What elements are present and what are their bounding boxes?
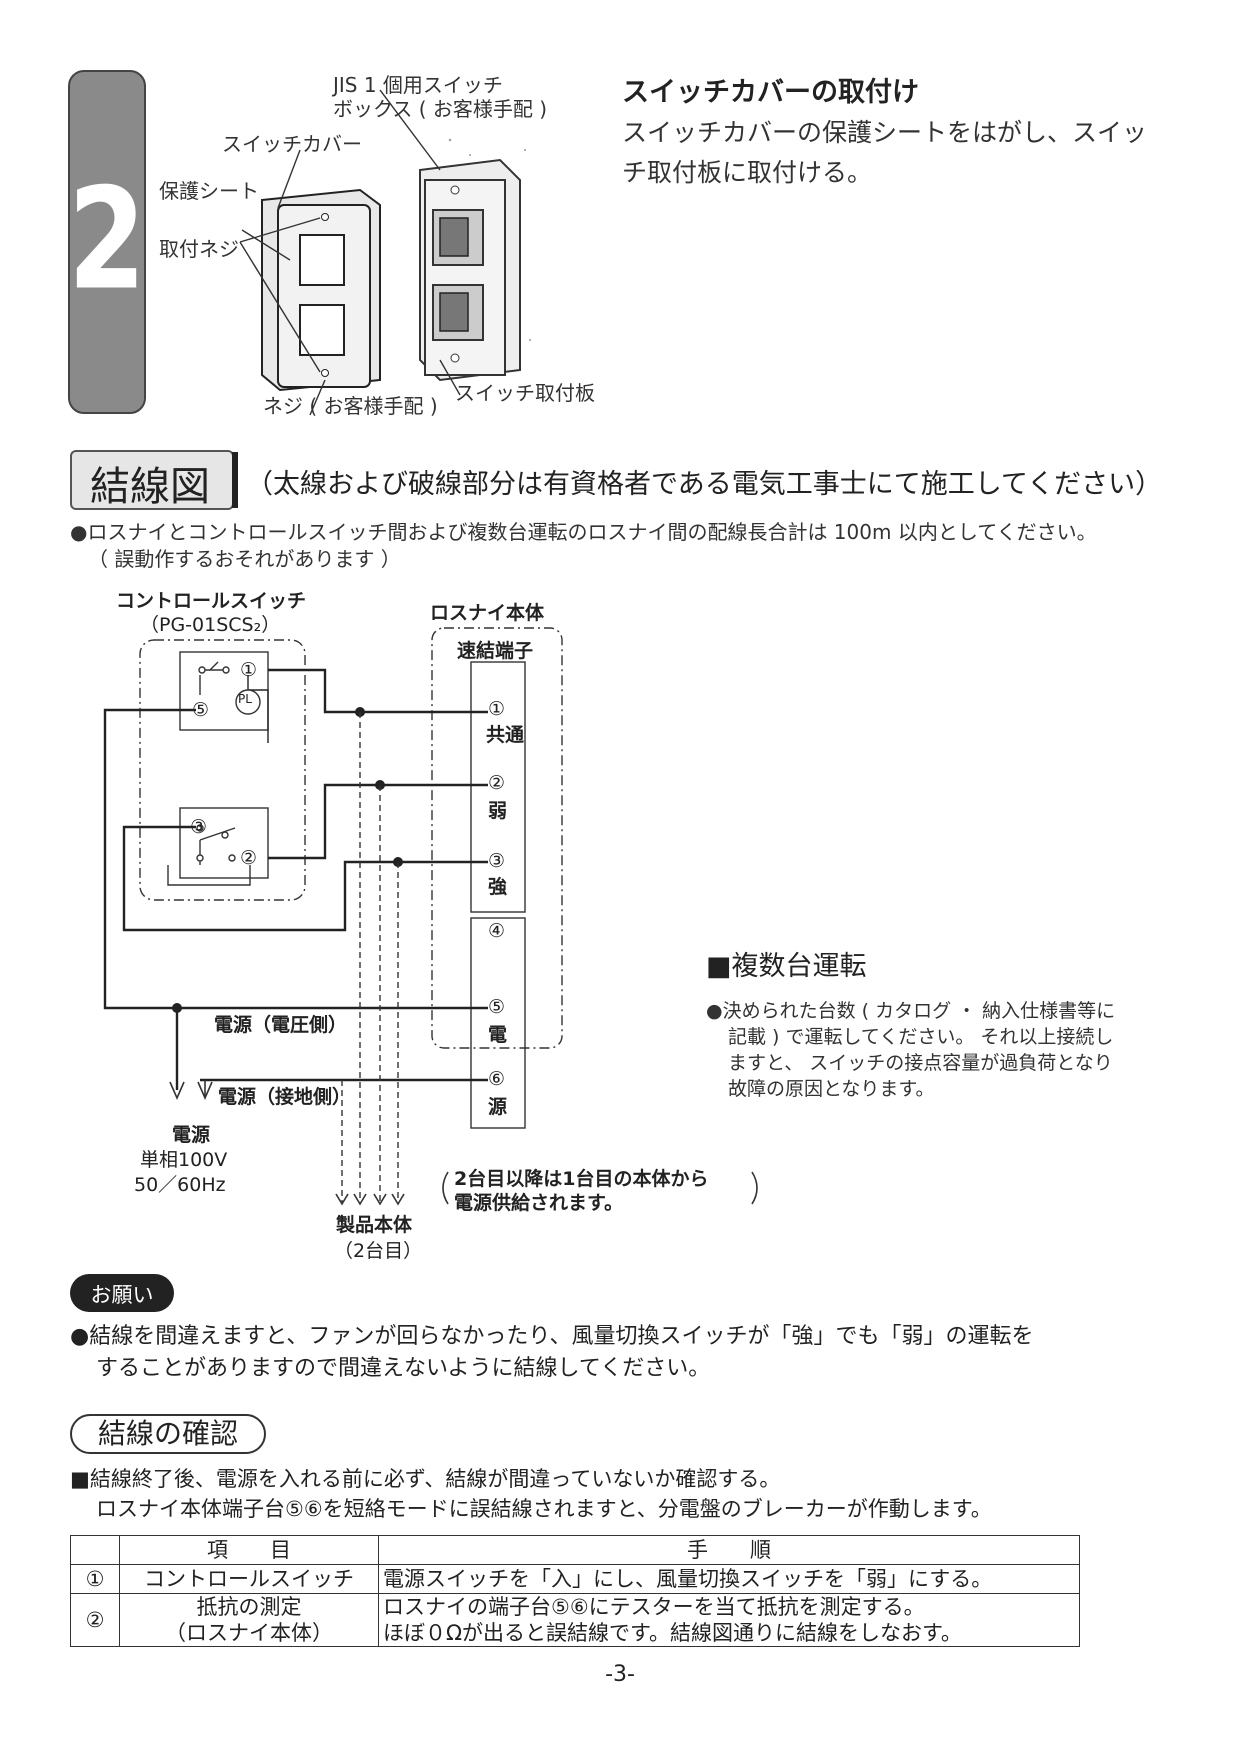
- table-row-2-proc-2: ほぼ０Ωが出ると誤結線です。結線図通りに結線をしなおす。: [383, 1621, 962, 1645]
- wiring-title-box: [70, 450, 234, 510]
- unit-terminal-3: ③: [488, 850, 506, 872]
- table-header-proc: 手 順: [378, 1535, 1080, 1565]
- callout-screw: ネジ ( お客様手配 ): [263, 394, 438, 418]
- table-row-2-proc: ロスナイの端子台⑤⑥にテスターを当て抵抗を測定する。 ほぼ０Ωが出ると誤結線です…: [378, 1593, 1080, 1647]
- unit-terminal-1: ①: [488, 698, 506, 720]
- table-header-item: 項 目: [119, 1535, 379, 1565]
- multi-line-1: ●決められた台数 ( カタログ ・ 納入仕様書等に: [706, 1000, 1116, 1022]
- wiring-title-bar: [232, 452, 238, 508]
- table-row-1-item: コントロールスイッチ: [119, 1564, 379, 1594]
- callout-protect-sheet: 保護シート: [159, 179, 259, 203]
- multi-title: ■複数台運転: [706, 951, 867, 982]
- table-row: ① コントロールスイッチ 電源スイッチを「入」にし、風量切換スイッチを「弱」にす…: [70, 1564, 1080, 1594]
- request-line-1: ●結線を間違えますと、ファンが回らなかったり、風量切換スイッチが「強」でも「弱」…: [70, 1324, 1034, 1349]
- power-ground-label: 電源（接地側）: [218, 1086, 352, 1108]
- table-header-no: [70, 1535, 120, 1565]
- callout-jis-box-2: ボックス ( お客様手配 ): [333, 97, 548, 121]
- request-badge: [70, 1274, 174, 1312]
- multi-line-4: 故障の原因となります。: [728, 1078, 935, 1100]
- switch-pilot-lamp: PL: [238, 692, 252, 706]
- confirm-table: 項 目 手 順 ① コントロールスイッチ 電源スイッチを「入」にし、風量切換スイ…: [70, 1535, 1080, 1647]
- table-row-2-item-1: 抵抗の測定: [196, 1595, 302, 1619]
- switch-terminal-5: ⑤: [192, 699, 210, 721]
- control-switch-label: コントロールスイッチ: [116, 590, 307, 612]
- table-row-2-item: 抵抗の測定 （ロスナイ本体）: [119, 1593, 379, 1647]
- confirm-line-1: ■結線終了後、電源を入れる前に必ず、結線が間違っていないか確認する。: [70, 1467, 781, 1491]
- switch-terminal-1: ①: [240, 659, 258, 681]
- table-row: ② 抵抗の測定 （ロスナイ本体） ロスナイの端子台⑤⑥にテスターを当て抵抗を測定…: [70, 1593, 1080, 1647]
- confirm-line-2: ロスナイ本体端子台⑤⑥を短絡モードに誤結線されますと、分電盤のブレーカーが作動し…: [96, 1497, 992, 1521]
- unit-terminal-1-label: 共通: [486, 724, 525, 746]
- table-row-1-no: ①: [70, 1564, 120, 1594]
- switch-terminal-2: ②: [240, 847, 258, 869]
- page-number: -3-: [605, 1662, 635, 1687]
- table-row-2-no: ②: [70, 1593, 120, 1647]
- control-switch-model: （PG-01SCS₂）: [140, 614, 281, 636]
- step-tab: [68, 70, 146, 414]
- table-row-2-proc-1: ロスナイの端子台⑤⑥にテスターを当て抵抗を測定する。: [383, 1595, 925, 1619]
- power-phase: 単相100V: [140, 1149, 228, 1171]
- callout-jis-box: JIS 1 個用スイッチ: [333, 73, 503, 97]
- unit-terminal-3-label: 強: [488, 876, 508, 898]
- multi-line-2: 記載 ) で運転してください。 それ以上接続し: [728, 1026, 1114, 1048]
- wiring-title: 結線図: [90, 464, 210, 510]
- table-header-row: 項 目 手 順: [70, 1535, 1080, 1565]
- request-badge-label: お願い: [90, 1283, 154, 1307]
- wiring-diagram: [103, 627, 758, 1206]
- unit-label: ロスナイ本体: [430, 602, 545, 624]
- callout-mount-screw: 取付ネジ: [159, 237, 239, 261]
- callout-switch-cover: スイッチカバー: [222, 132, 362, 156]
- step-body-2: チ取付板に取付ける。: [622, 158, 873, 187]
- step-number: 2: [68, 158, 146, 322]
- table-row-1-proc: 電源スイッチを「入」にし、風量切換スイッチを「弱」にする。: [378, 1564, 1080, 1594]
- confirm-title: 結線の確認: [70, 1414, 266, 1454]
- supply-note-1: 2台目以降は1台目の本体から: [454, 1168, 709, 1190]
- supply-note-2: 電源供給されます。: [454, 1192, 624, 1214]
- unit-terminal-4: ④: [488, 920, 506, 942]
- second-unit-label: 製品本体: [336, 1214, 413, 1236]
- unit-terminal-5-label: 電: [488, 1024, 508, 1046]
- table-row-2-item-2: （ロスナイ本体）: [165, 1621, 333, 1645]
- step-title: スイッチカバーの取付け: [622, 77, 919, 108]
- terminal-label: 速結端子: [457, 640, 534, 662]
- unit-terminal-6-label: 源: [488, 1096, 508, 1118]
- step-body-1: スイッチカバーの保護シートをはがし、スイッ: [622, 118, 1148, 147]
- second-unit-sub: （2台目）: [334, 1240, 423, 1262]
- multi-line-3: ますと、 スイッチの接点容量が過負荷となり: [728, 1052, 1113, 1074]
- wiring-note: （太線および破線部分は有資格者である電気工事士にて施工してください）: [246, 469, 1163, 500]
- callout-mount-plate: スイッチ取付板: [455, 381, 595, 405]
- switch-cover-illustration: [239, 89, 531, 416]
- unit-terminal-2: ②: [488, 772, 506, 794]
- switch-terminal-3: ③: [190, 816, 208, 838]
- unit-terminal-5: ⑤: [488, 996, 506, 1018]
- power-frequency: 50／60Hz: [134, 1174, 226, 1196]
- wiring-bullet-2: （ 誤動作するおそれがあります ）: [88, 547, 401, 571]
- unit-terminal-6: ⑥: [488, 1068, 506, 1090]
- power-voltage-label: 電源（電圧側）: [214, 1014, 348, 1036]
- unit-terminal-2-label: 弱: [488, 800, 508, 822]
- power-label: 電源: [172, 1124, 211, 1146]
- request-line-2: することがありますので間違えないように結線してください。: [96, 1356, 711, 1381]
- wiring-bullet-1: ●ロスナイとコントロールスイッチ間および複数台運転のロスナイ間の配線長合計は 1…: [70, 520, 1097, 544]
